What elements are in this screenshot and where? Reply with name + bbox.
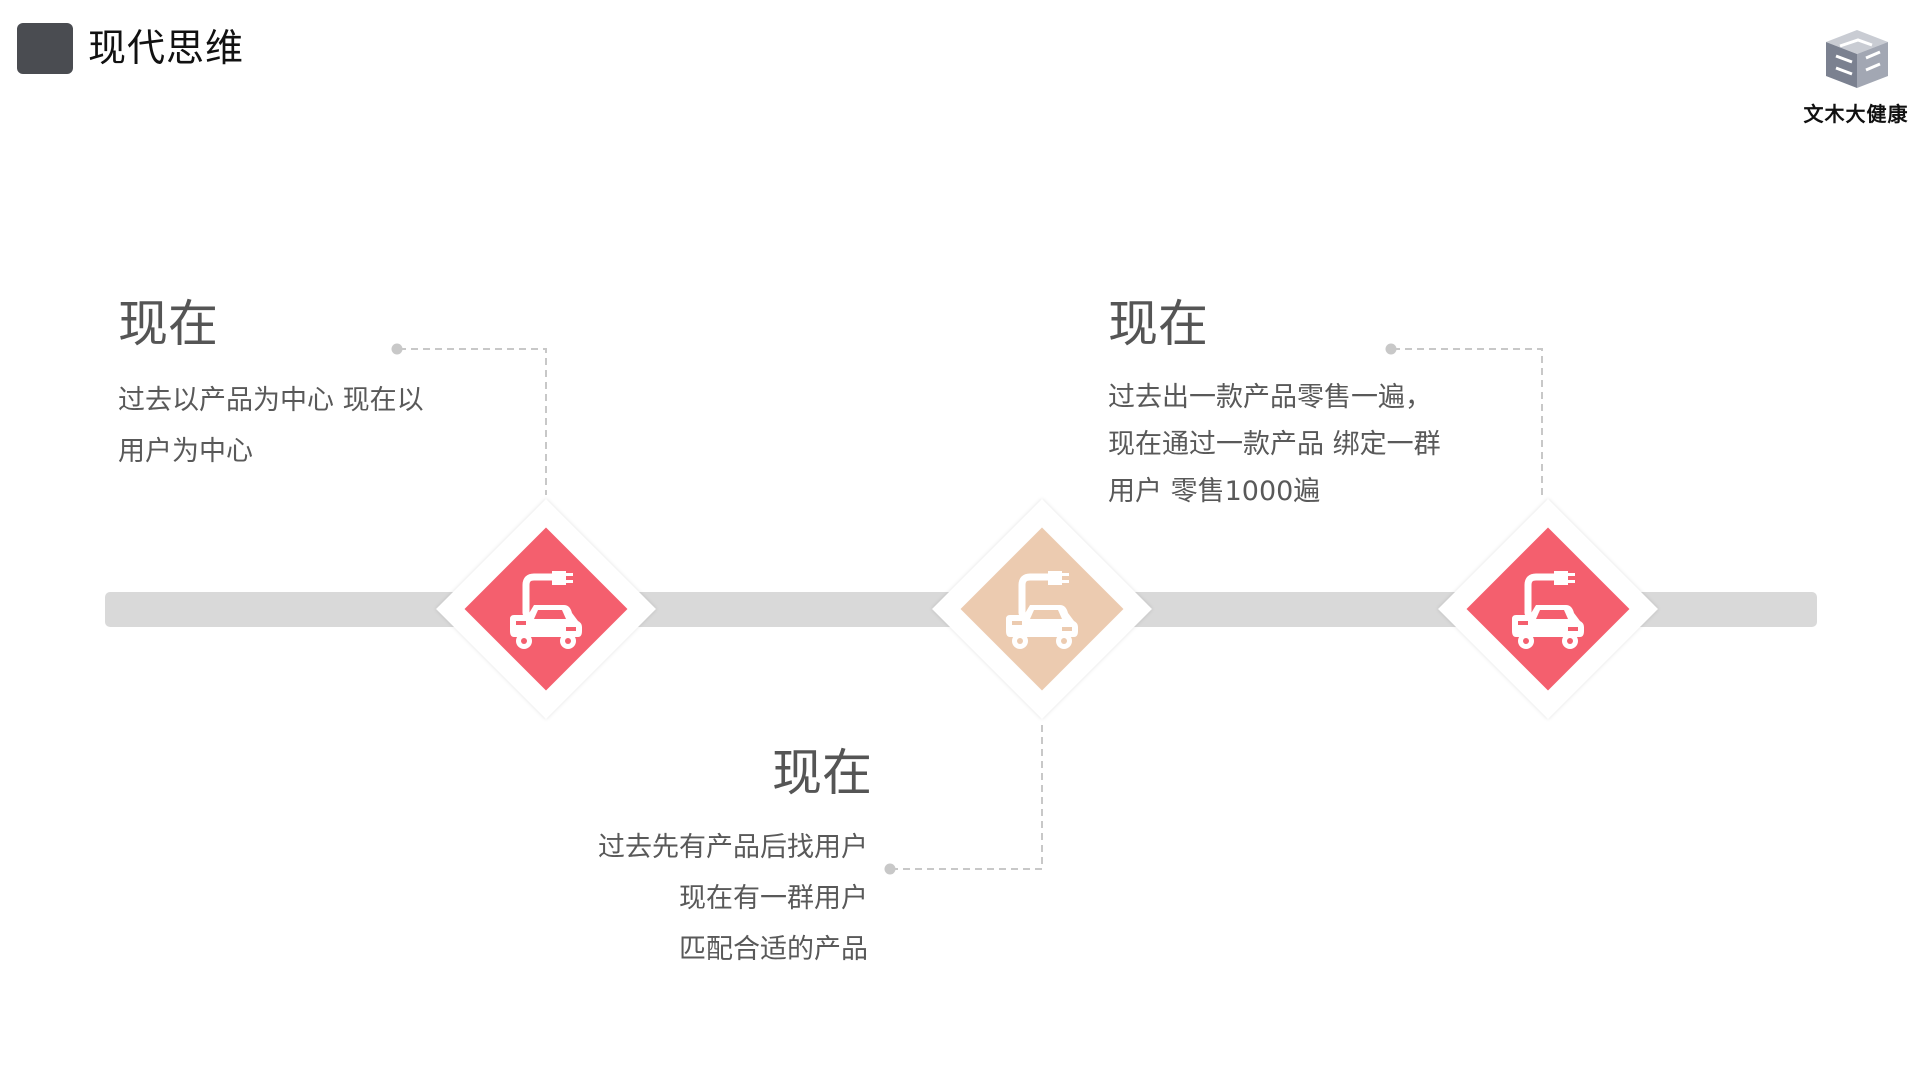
- connector-dot-2: [884, 863, 896, 875]
- connector-line-1: [399, 348, 547, 495]
- milestone-3-line-3: 用户 零售1000遍: [1108, 476, 1321, 507]
- crane-truck-icon: [1512, 571, 1584, 649]
- header-square: [17, 23, 73, 74]
- milestone-3-desc: 过去出一款产品零售一遍， 现在通过一款产品 绑定一群 用户 零售1000遍: [1108, 374, 1441, 515]
- connector-dot-3: [1385, 343, 1397, 355]
- crane-truck-icon: [510, 571, 582, 649]
- connector-dot-1: [391, 343, 403, 355]
- page-title: 现代思维: [88, 26, 245, 70]
- milestone-2-line-1: 过去先有产品后找用户: [598, 832, 868, 863]
- milestone-3-line-1: 过去出一款产品零售一遍，: [1108, 382, 1432, 413]
- milestone-1-heading: 现在: [118, 295, 218, 353]
- milestone-2-heading: 现在: [772, 744, 872, 802]
- milestone-1-line-2: 用户为中心: [118, 436, 253, 467]
- milestone-2-desc: 过去先有产品后找用户 现在有一群用户 匹配合适的产品: [560, 822, 868, 975]
- milestone-1-line-1: 过去以产品为中心 现在以: [118, 385, 424, 416]
- milestone-3-heading: 现在: [1108, 295, 1208, 353]
- connector-line-3: [1393, 348, 1543, 495]
- logo-text: 文木大健康: [1803, 102, 1909, 126]
- milestone-1-desc: 过去以产品为中心 现在以 用户为中心: [118, 375, 424, 477]
- milestone-2-line-2: 现在有一群用户: [679, 883, 868, 914]
- milestone-3-line-2: 现在通过一款产品 绑定一群: [1108, 429, 1441, 460]
- brand-logo: 文木大健康: [1800, 28, 1912, 128]
- milestone-diamond-1: [436, 499, 656, 719]
- crane-truck-icon: [1006, 571, 1078, 649]
- cube-logo-icon: [1826, 30, 1888, 88]
- connector-line-2: [891, 720, 1043, 870]
- milestone-diamond-2: [932, 499, 1152, 719]
- milestone-diamond-3: [1438, 499, 1658, 719]
- milestone-2-line-3: 匹配合适的产品: [679, 934, 868, 965]
